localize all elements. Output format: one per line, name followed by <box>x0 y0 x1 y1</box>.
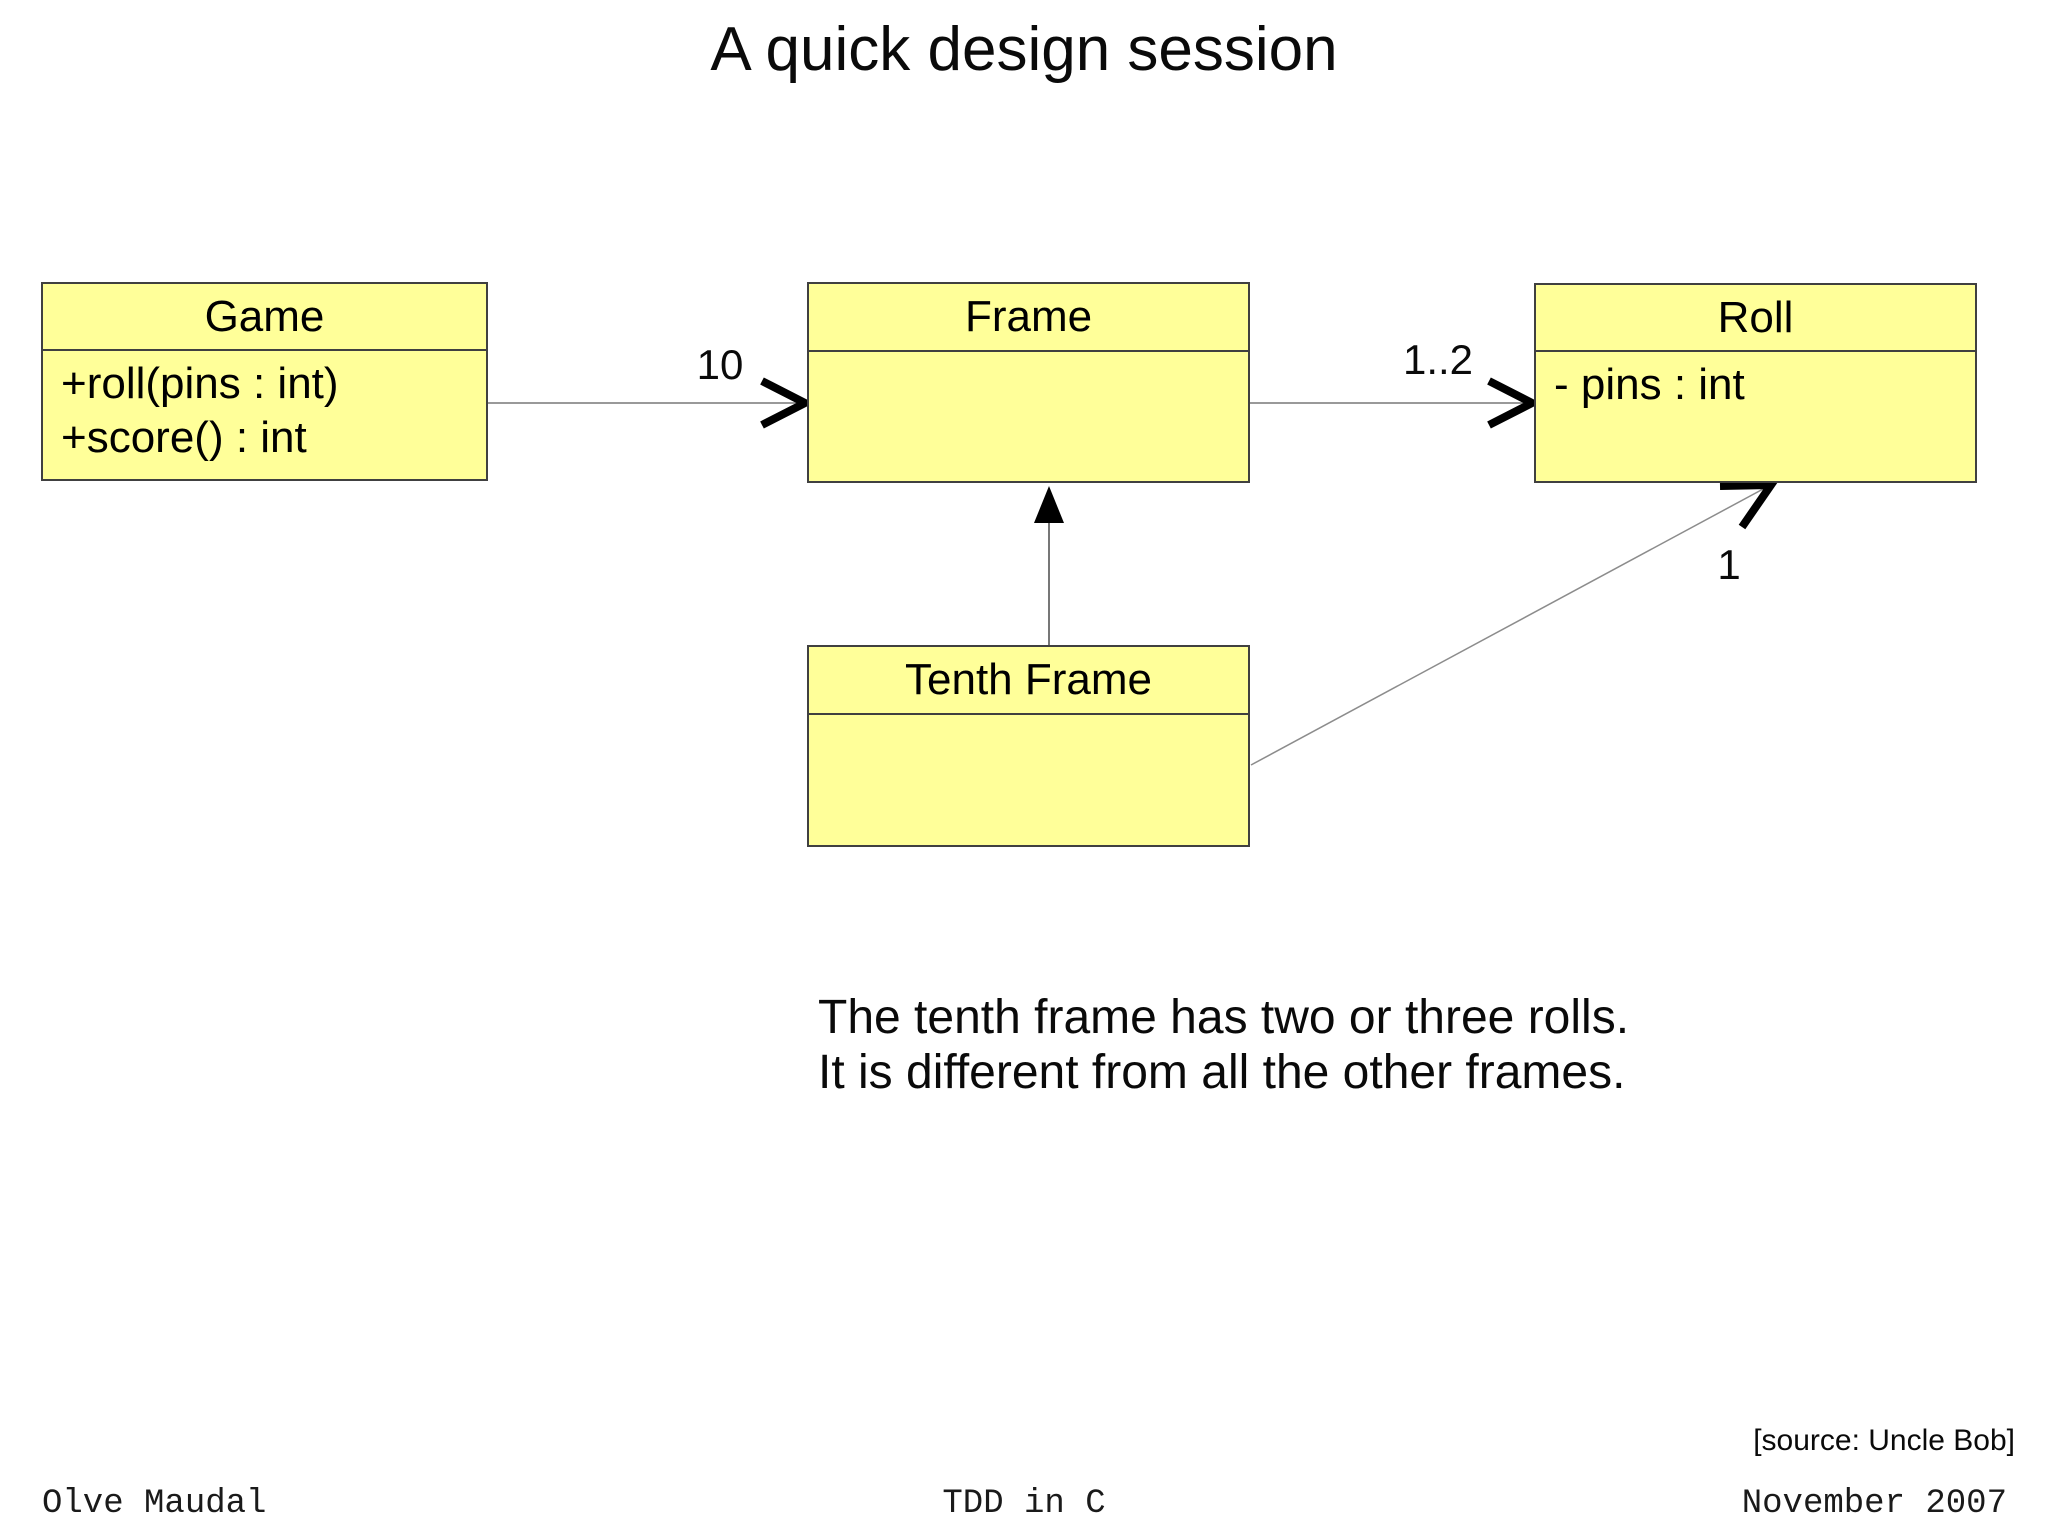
association-tenthframe-roll <box>1250 480 1779 766</box>
class-name: Game <box>43 284 486 351</box>
association-frame-roll <box>1250 377 1541 429</box>
source-credit: [source: Uncle Bob] <box>1753 1424 2015 1457</box>
multiplicity-label-frame-roll: 1..2 <box>1402 336 1474 383</box>
slide-title: A quick design session <box>710 15 1338 84</box>
open-arrowhead-icon <box>1487 377 1541 429</box>
multiplicity-label-game-frame: 10 <box>696 341 744 388</box>
class-box-roll: Roll - pins : int <box>1534 283 1977 483</box>
class-box-game: Game +roll(pins : int) +score() : int <box>41 282 488 481</box>
multiplicity-label-tenthframe-roll: 1 <box>1717 541 1741 588</box>
class-name: Roll <box>1536 285 1975 352</box>
class-members: +roll(pins : int) +score() : int <box>43 351 486 479</box>
open-arrowhead-icon <box>760 377 814 429</box>
footer-title: TDD in C <box>942 1485 1106 1523</box>
class-members: - pins : int <box>1536 352 1975 481</box>
class-members <box>809 715 1248 845</box>
class-name: Tenth Frame <box>809 647 1248 715</box>
class-box-frame: Frame <box>807 282 1250 483</box>
association-game-frame <box>488 377 814 429</box>
generalization-tenthframe-frame <box>1034 486 1064 645</box>
note-line: The tenth frame has two or three rolls. <box>818 991 1630 1044</box>
class-member: - pins : int <box>1554 360 1745 409</box>
footer-date: November 2007 <box>1741 1485 2007 1523</box>
triangle-arrowhead-icon <box>1034 486 1064 523</box>
footer-author: Olve Maudal <box>42 1485 267 1523</box>
class-box-tenth-frame: Tenth Frame <box>807 645 1250 847</box>
open-arrowhead-icon <box>1719 480 1779 530</box>
class-name: Frame <box>809 284 1248 352</box>
association-line <box>1250 487 1766 766</box>
note-line: It is different from all the other frame… <box>818 1046 1626 1099</box>
class-member: +roll(pins : int) <box>61 359 339 408</box>
class-member: +score() : int <box>61 413 307 462</box>
class-members <box>809 352 1248 481</box>
note-text: The tenth frame has two or three rolls. … <box>818 990 1629 1100</box>
